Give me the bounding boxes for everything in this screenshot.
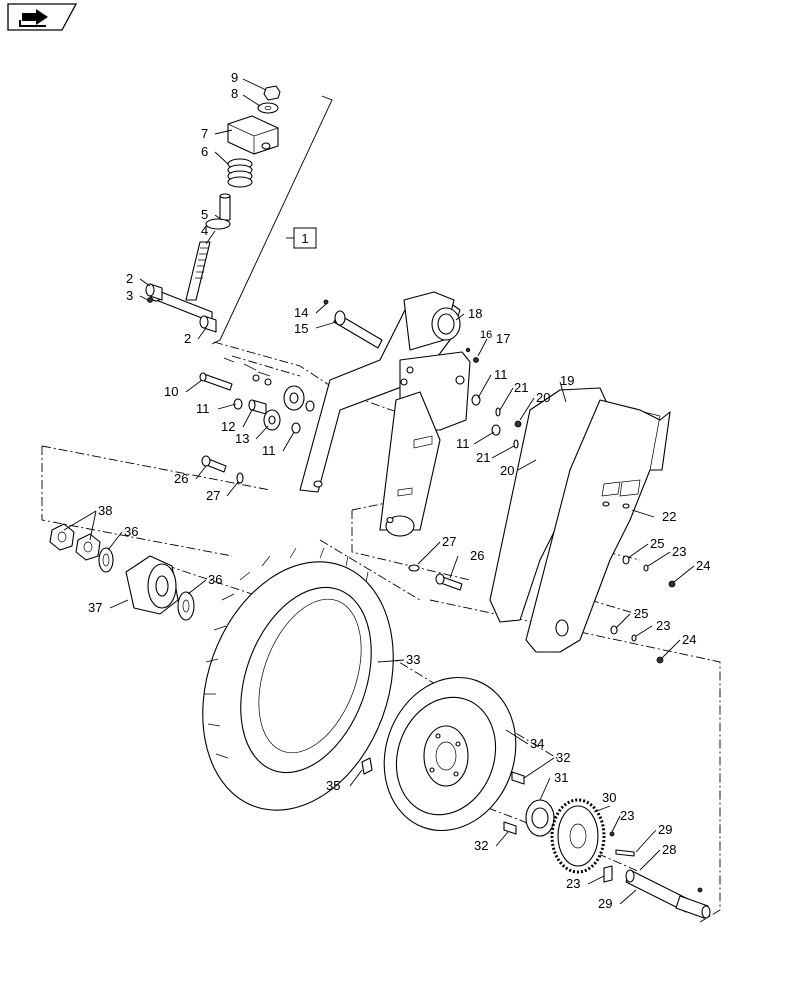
- main-arm: [299, 291, 471, 537]
- bearing-31: [525, 799, 555, 837]
- callout-11-a: 11: [196, 401, 210, 416]
- callout-8: 8: [231, 86, 238, 101]
- callout-28: 28: [662, 842, 676, 857]
- callout-20-b: 20: [500, 463, 514, 478]
- callout-11-d: 11: [456, 436, 470, 451]
- spring-shaft-assembly: [145, 85, 281, 333]
- callout-21-b: 21: [476, 450, 490, 465]
- callout-23-a: 23: [672, 544, 686, 559]
- callout-23-d: 23: [566, 876, 580, 891]
- callout-3: 3: [126, 288, 133, 303]
- callout-17: 17: [496, 331, 510, 346]
- callout-31: 31: [554, 770, 568, 785]
- sprocket-30: [550, 798, 606, 874]
- callout-19: 19: [560, 373, 574, 388]
- callout-36-b: 36: [208, 572, 222, 587]
- assembly-indicator: 1: [211, 95, 333, 345]
- callout-34: 34: [530, 736, 544, 751]
- small-hardware-right: [610, 555, 676, 664]
- callout-38: 38: [98, 503, 112, 518]
- callout-32-a: 32: [556, 750, 570, 765]
- callout-24-b: 24: [682, 632, 696, 647]
- callout-29-a: 29: [658, 822, 672, 837]
- callout-36-a: 36: [124, 524, 138, 539]
- callout-7: 7: [201, 126, 208, 141]
- callout-23-b: 23: [656, 618, 670, 633]
- callout-11-c: 11: [494, 367, 508, 382]
- callout-26-b: 26: [470, 548, 484, 563]
- callout-23-c: 23: [620, 808, 634, 823]
- arrow-right-icon: [19, 9, 48, 27]
- callout-15: 15: [294, 321, 308, 336]
- tire-33: [202, 547, 394, 811]
- callout-9: 9: [231, 70, 238, 85]
- callout-labels: 9 8 7 6 5 4 2 3 2 14 15 18 16 17 10 11 1…: [88, 70, 710, 911]
- shaft-28: [603, 831, 711, 919]
- callout-27-a: 27: [206, 488, 220, 503]
- valve-35: [361, 757, 373, 775]
- scraper-22: [489, 387, 671, 653]
- callout-24-a: 24: [696, 558, 710, 573]
- callout-11-b: 11: [262, 443, 276, 458]
- callout-30: 30: [602, 790, 616, 805]
- callout-25-b: 25: [634, 606, 648, 621]
- hub-assembly: [49, 523, 195, 621]
- nav-arrow-button[interactable]: [7, 3, 78, 31]
- bolt-32b: [503, 821, 517, 835]
- callout-21-a: 21: [514, 380, 528, 395]
- bolt-set-left: [201, 455, 244, 484]
- rim-34: [383, 676, 517, 832]
- callout-22: 22: [662, 509, 676, 524]
- callout-6: 6: [201, 144, 208, 159]
- callout-32-b: 32: [474, 838, 488, 853]
- callout-2-upper: 2: [126, 271, 133, 286]
- callout-26-a: 26: [174, 471, 188, 486]
- callout-2-lower: 2: [184, 331, 191, 346]
- pin: [323, 299, 383, 349]
- callout-14: 14: [294, 305, 308, 320]
- callout-29-b: 29: [598, 896, 612, 911]
- callout-13: 13: [235, 431, 249, 446]
- callout-18: 18: [468, 306, 482, 321]
- assembly-label: 1: [301, 231, 308, 246]
- callout-37: 37: [88, 600, 102, 615]
- callout-12: 12: [221, 419, 235, 434]
- leader-lines: [63, 78, 695, 905]
- bolt-32a: [511, 771, 525, 785]
- hardware-stack: [199, 357, 315, 434]
- callout-10: 10: [164, 384, 178, 399]
- callout-35: 35: [326, 778, 340, 793]
- callout-27-b: 27: [442, 534, 456, 549]
- callout-5: 5: [201, 207, 208, 222]
- bolt-set-right: [408, 564, 463, 591]
- callout-33: 33: [406, 652, 420, 667]
- callout-16: 16: [480, 329, 492, 341]
- callout-4: 4: [201, 223, 208, 238]
- callout-25-a: 25: [650, 536, 664, 551]
- callout-20-a: 20: [536, 390, 550, 405]
